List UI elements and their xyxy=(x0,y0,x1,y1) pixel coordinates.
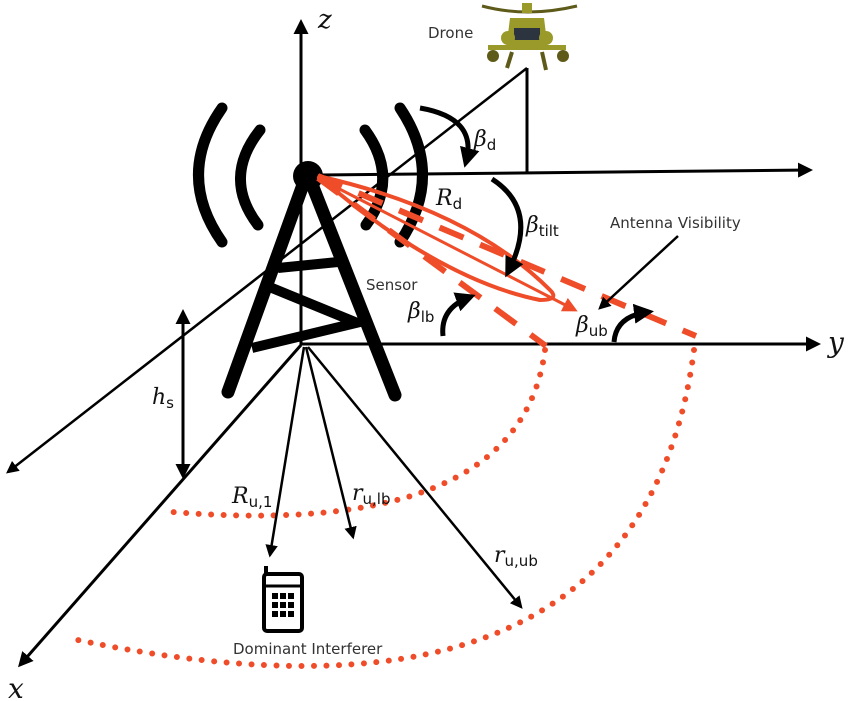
horizon-line xyxy=(319,162,813,178)
beta-ub-symbol: βub xyxy=(575,313,608,340)
y-axis-label: y xyxy=(826,326,845,359)
ground-arrow-r-ulb xyxy=(304,346,357,540)
coverage-arc-upper-bound xyxy=(65,347,697,669)
dominant-interferer-label: Dominant Interferer xyxy=(233,640,383,658)
r-ulb-symbol: ru,lb xyxy=(352,481,391,508)
R-u1-symbol: Ru,1 xyxy=(231,484,272,511)
beta-d-symbol: βd xyxy=(473,127,496,154)
sensor-label: Sensor xyxy=(366,276,418,294)
z-axis-label: z xyxy=(317,5,332,35)
angle-arrow-beta-lb xyxy=(440,292,476,337)
x-axis xyxy=(18,344,303,668)
h-s-symbol: hs xyxy=(152,385,174,412)
antenna-visibility-pointer xyxy=(598,235,679,310)
r-uub-symbol: ru,ub xyxy=(494,543,538,570)
mobile-phone-icon xyxy=(262,566,304,633)
beta-tilt-symbol: βtilt xyxy=(525,213,559,240)
coverage-arc-lower-bound xyxy=(169,347,548,519)
ground-arrow-r-uub xyxy=(307,346,523,609)
antenna-visibility-label: Antenna Visibility xyxy=(610,214,741,232)
R-d-symbol: Rd xyxy=(435,186,462,213)
beta-lb-symbol: βlb xyxy=(407,299,434,326)
angle-arrow-beta-tilt xyxy=(490,176,524,278)
angle-arrow-beta-d xyxy=(419,105,480,168)
antenna-beam xyxy=(316,173,698,349)
x-axis-label: x xyxy=(8,672,24,701)
helicopter-icon xyxy=(481,3,578,71)
drone-label: Drone xyxy=(428,24,473,42)
angle-arrow-beta-ub xyxy=(611,303,654,343)
ground-arrow-R-u1 xyxy=(265,346,306,558)
cell-tower-icon xyxy=(193,102,428,402)
